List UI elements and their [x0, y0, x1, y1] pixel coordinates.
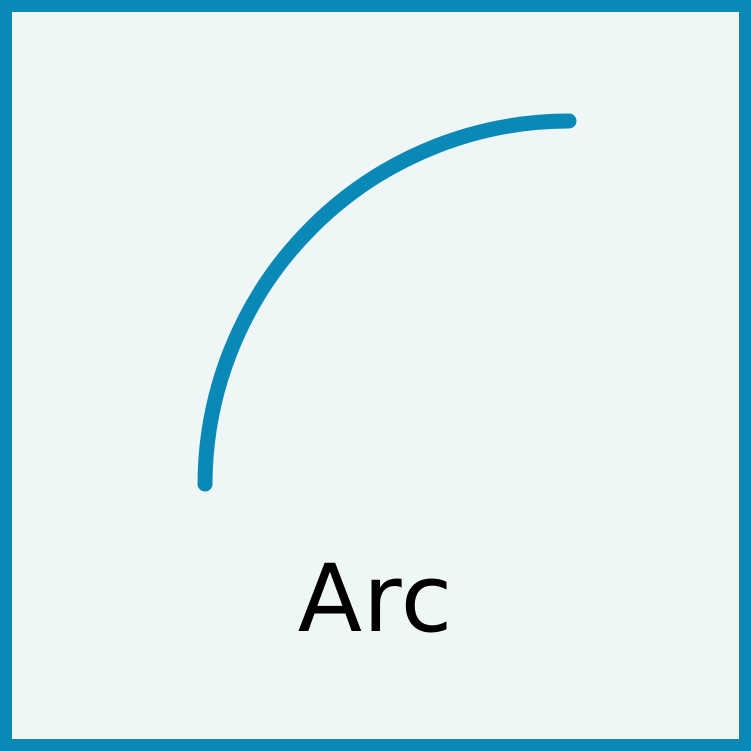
shape-label: Arc — [297, 545, 454, 654]
arc-curve — [197, 113, 577, 492]
